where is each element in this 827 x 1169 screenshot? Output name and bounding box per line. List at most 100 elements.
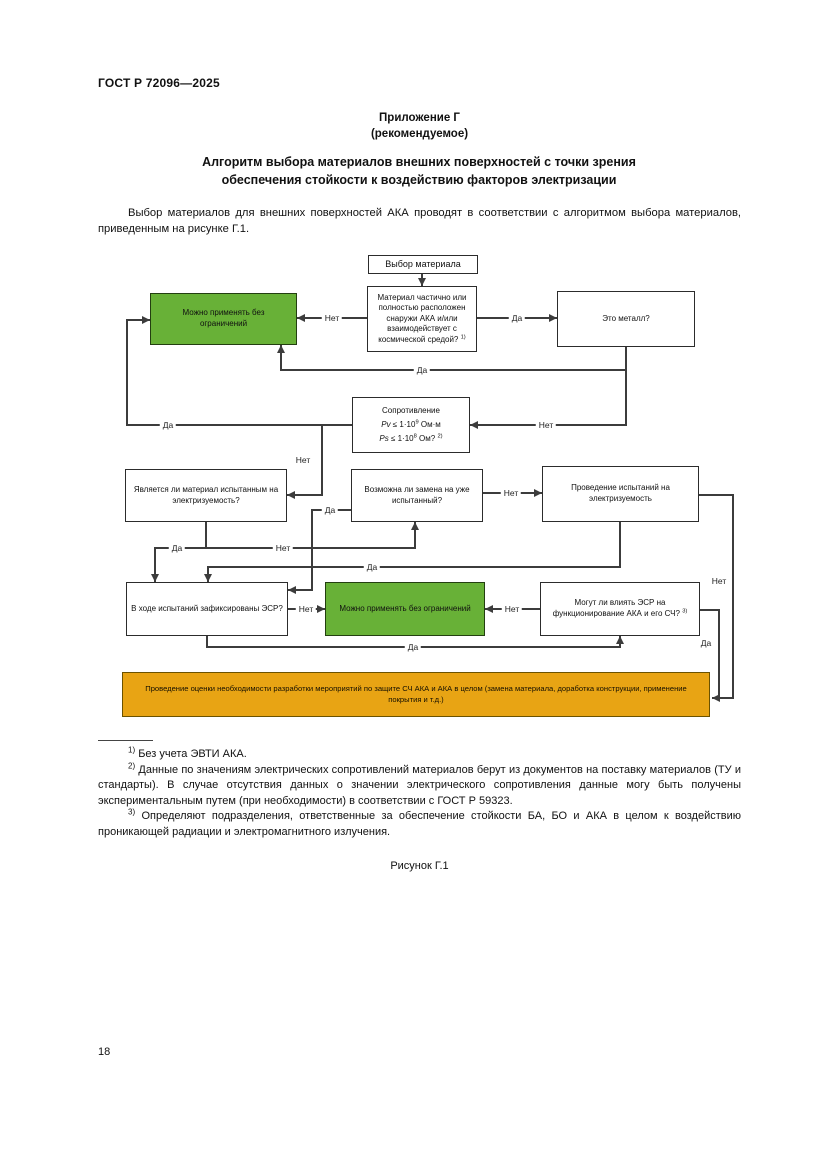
node-material-text: Материал частично или полностью располож… xyxy=(377,292,467,344)
label-affect-no: Нет xyxy=(501,604,523,614)
connector-conduct-no-down xyxy=(732,494,734,699)
footnote-separator xyxy=(98,740,153,741)
connector-conduct-return-down xyxy=(619,522,621,568)
footnote-1-body: Без учета ЭВТИ АКА. xyxy=(138,748,247,760)
arrowhead-into-allowed-bottom-right xyxy=(485,605,493,613)
footnote-ref-1: 1) xyxy=(460,334,466,341)
label-conduct-yes: Да xyxy=(363,562,381,572)
node-esd-text: В ходе испытаний зафиксированы ЭСР? xyxy=(131,603,283,613)
arrowhead-into-conduct xyxy=(534,489,542,497)
connector-tested-no-up xyxy=(414,522,416,549)
connector-metal-down xyxy=(625,347,627,426)
doc-number: ГОСТ Р 72096—2025 xyxy=(98,76,220,90)
figure-caption: Рисунок Г.1 xyxy=(390,860,449,872)
connector-resistance-yes-in xyxy=(126,319,150,321)
footnote-3-body: Определяют подразделения, ответственные … xyxy=(98,810,741,838)
arrowhead-into-tested xyxy=(287,491,295,499)
resistance-surface-condition: Ps ≤ 1·108 Ом? 2) xyxy=(357,432,465,446)
footnote-3-text: 3) Определяют подразделения, ответственн… xyxy=(98,807,741,840)
node-allowed-bottom: Можно применять без ограничений xyxy=(325,582,485,636)
footnote-1-text: 1) Без учета ЭВТИ АКА. xyxy=(98,745,741,763)
node-replace-text: Возможна ли замена на уже испытанный? xyxy=(364,484,470,505)
label-metal-yes: Да xyxy=(413,365,431,375)
label-replace-yes: Да xyxy=(321,505,339,515)
connector-conduct-return xyxy=(207,566,620,568)
node-tested-question: Является ли материал испытанным на элект… xyxy=(125,469,287,522)
node-tested-text: Является ли материал испытанным на элект… xyxy=(133,484,279,505)
connector-tested-down xyxy=(205,522,207,549)
footnote-ref-2: 2) xyxy=(437,433,443,440)
label-tested-no: Нет xyxy=(272,543,294,553)
label-conduct-no: Нет xyxy=(708,576,730,586)
label-resistance-yes: Да xyxy=(159,420,177,430)
appendix-label: Приложение Г xyxy=(379,112,460,124)
arrowhead-into-esd-left xyxy=(151,574,159,582)
rho-v-symbol: Pv xyxy=(381,420,391,429)
connector-esd-yes-down xyxy=(206,636,208,648)
footnotes: 1) Без учета ЭВТИ АКА. 2) Данные по знач… xyxy=(98,745,741,841)
node-start: Выбор материала xyxy=(368,255,478,274)
footnote-2-marker: 2) xyxy=(128,760,136,770)
arrowhead-into-assessment xyxy=(712,694,720,702)
unit1: Ом·м xyxy=(418,420,441,429)
arrowhead-into-esd-right xyxy=(288,586,296,594)
label-material-yes: Да xyxy=(508,313,526,323)
connector-metal-yes-up xyxy=(280,345,282,370)
label-replace-no: Нет xyxy=(500,488,522,498)
arrowhead-into-metal xyxy=(549,314,557,322)
appendix-heading: Приложение Г (рекомендуемое) xyxy=(98,110,741,142)
footnote-3-marker: 3) xyxy=(128,807,136,817)
arrowhead-into-material xyxy=(418,278,426,286)
node-allowed-top-text: Можно применять без ограничений xyxy=(182,308,265,328)
node-esd-question: В ходе испытаний зафиксированы ЭСР? xyxy=(126,582,288,636)
cmp2: ≤ 1·10 xyxy=(388,434,414,443)
connector-replace-yes-down xyxy=(311,509,313,591)
page-number: 18 xyxy=(98,1046,111,1058)
node-conduct-tests: Проведение испытаний на электризуемость xyxy=(542,466,699,522)
figure-title: Алгоритм выбора материалов внешних повер… xyxy=(202,155,636,187)
footnote-ref-3: 3) xyxy=(682,608,688,615)
connector-affect-yes-down xyxy=(718,609,720,698)
resistance-title: Сопротивление xyxy=(382,406,440,415)
arrowhead-into-esd-top xyxy=(204,574,212,582)
node-affect-text: Могут ли влиять ЭСР на функционирование … xyxy=(552,598,680,618)
exp1: 9 xyxy=(415,419,419,426)
arrowhead-into-allowed-top-bottom xyxy=(277,345,285,353)
node-assessment-text: Проведение оценки необходимости разработ… xyxy=(145,684,687,704)
resistance-volume-condition: Pv ≤ 1·109 Ом·м xyxy=(357,418,465,432)
node-affect-text-wrap: Могут ли влиять ЭСР на функционирование … xyxy=(545,598,695,619)
intro-paragraph: Выбор материалов для внешних поверхносте… xyxy=(98,207,741,235)
label-tested-yes: Да xyxy=(168,543,186,553)
node-conduct-text: Проведение испытаний на электризуемость xyxy=(571,483,670,503)
footnote-1-marker: 1) xyxy=(128,745,136,755)
appendix-kind: (рекомендуемое) xyxy=(370,128,469,140)
label-metal-no: Нет xyxy=(535,420,557,430)
arrowhead-into-allowed-top-left xyxy=(142,316,150,324)
label-esd-no: Нет xyxy=(295,604,317,614)
label-affect-yes: Да xyxy=(697,638,715,648)
cmp1: ≤ 1·10 xyxy=(390,420,416,429)
node-allowed-bottom-text: Можно применять без ограничений xyxy=(339,603,471,613)
arrowhead-into-allowed-bottom-left xyxy=(317,605,325,613)
label-resistance-no: Нет xyxy=(292,455,314,465)
arrowhead-into-replace-bottom xyxy=(411,522,419,530)
node-material-question: Материал частично или полностью располож… xyxy=(367,286,477,352)
arrowhead-into-allowed-top-right xyxy=(297,314,305,322)
exp2: 8 xyxy=(413,433,417,440)
connector-metal-yes-return xyxy=(280,369,626,371)
connector-resistance-yes-up xyxy=(126,319,128,425)
connector-conduct-no-out xyxy=(699,494,734,496)
node-affect-question: Могут ли влиять ЭСР на функционирование … xyxy=(540,582,700,636)
rho-s-symbol: Ps xyxy=(379,434,389,443)
node-allowed-top: Можно применять без ограничений xyxy=(150,293,297,345)
arrowhead-into-affect-bottom xyxy=(616,636,624,644)
connector-resistance-left xyxy=(126,424,352,426)
connector-replace-yes-in xyxy=(288,589,313,591)
node-start-label: Выбор материала xyxy=(385,258,461,269)
connector-resistance-no-down xyxy=(321,424,323,495)
node-assessment: Проведение оценки необходимости разработ… xyxy=(122,672,710,717)
label-esd-yes: Да xyxy=(404,642,422,652)
arrowhead-into-resistance xyxy=(470,421,478,429)
node-metal-text: Это металл? xyxy=(602,313,650,323)
